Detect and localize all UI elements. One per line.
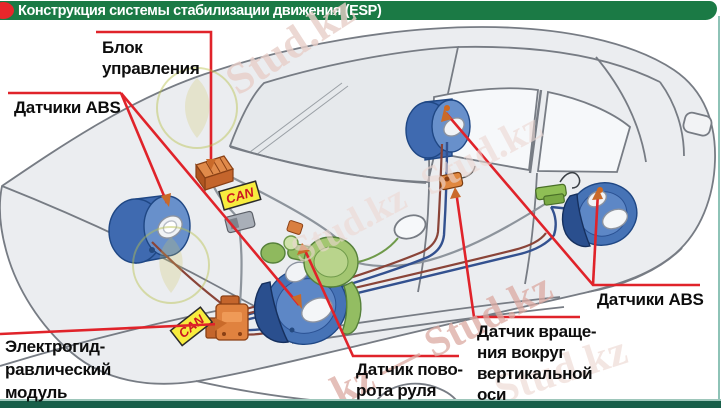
svg-text:CAN: CAN <box>224 184 256 206</box>
red-dot-icon <box>0 2 14 19</box>
cowl-connector <box>286 220 304 235</box>
lateral-sensor <box>224 210 256 234</box>
can-flag-1: CAN <box>218 180 262 211</box>
wiring-yellow <box>286 273 320 313</box>
right-frame-stripe <box>718 16 720 400</box>
control-unit-ecu <box>195 155 234 192</box>
wheel-near-front <box>253 261 348 345</box>
wheel-near-rear <box>561 182 638 248</box>
wheel-far-front <box>108 194 191 264</box>
svg-text:CAN: CAN <box>176 311 208 341</box>
watermark-text: Stud.kz <box>413 103 549 204</box>
label-abs-sensors-front: Датчики ABS <box>14 98 121 117</box>
callout-yaw-line <box>454 190 580 319</box>
label-control-unit: Блок управления <box>102 38 200 78</box>
page-title: Конструкция системы стабилизации движени… <box>18 3 382 19</box>
watermark-logo-circles <box>132 67 238 304</box>
hydraulic-module-unit <box>205 295 249 341</box>
title-bar: Конструкция системы стабилизации движени… <box>0 1 717 20</box>
label-yaw-sensor: Датчик враще- ния вокруг вертикальной ос… <box>477 322 597 404</box>
taillight <box>682 111 713 137</box>
label-steering-sensor: Датчик пово- рота руля <box>356 360 463 400</box>
callout-arrowheads <box>161 109 603 331</box>
wheel-far-rear <box>405 98 471 161</box>
brake-lines-red <box>151 143 547 336</box>
can-flag-2: CAN <box>169 306 214 347</box>
rear-pressure-valve-unit <box>535 171 581 206</box>
label-hydraulic-module: Электрогид- равлический модуль <box>5 337 111 402</box>
door-mirror <box>393 214 427 240</box>
brake-lines-blue <box>239 141 587 332</box>
callout-hydraulic-line <box>0 322 221 336</box>
label-abs-sensors-rear: Датчики ABS <box>597 290 704 309</box>
callout-abs-rear-line <box>445 112 700 287</box>
callout-lines <box>0 30 700 358</box>
can-bus-lines <box>212 171 564 305</box>
watermark-text: Stud.kz <box>285 177 414 272</box>
yaw-rate-sensor-unit <box>438 165 476 191</box>
callout-steering-line <box>302 247 459 358</box>
rear-door-window <box>536 90 632 173</box>
front-door-window <box>430 87 539 172</box>
brake-booster-unit <box>260 235 399 335</box>
